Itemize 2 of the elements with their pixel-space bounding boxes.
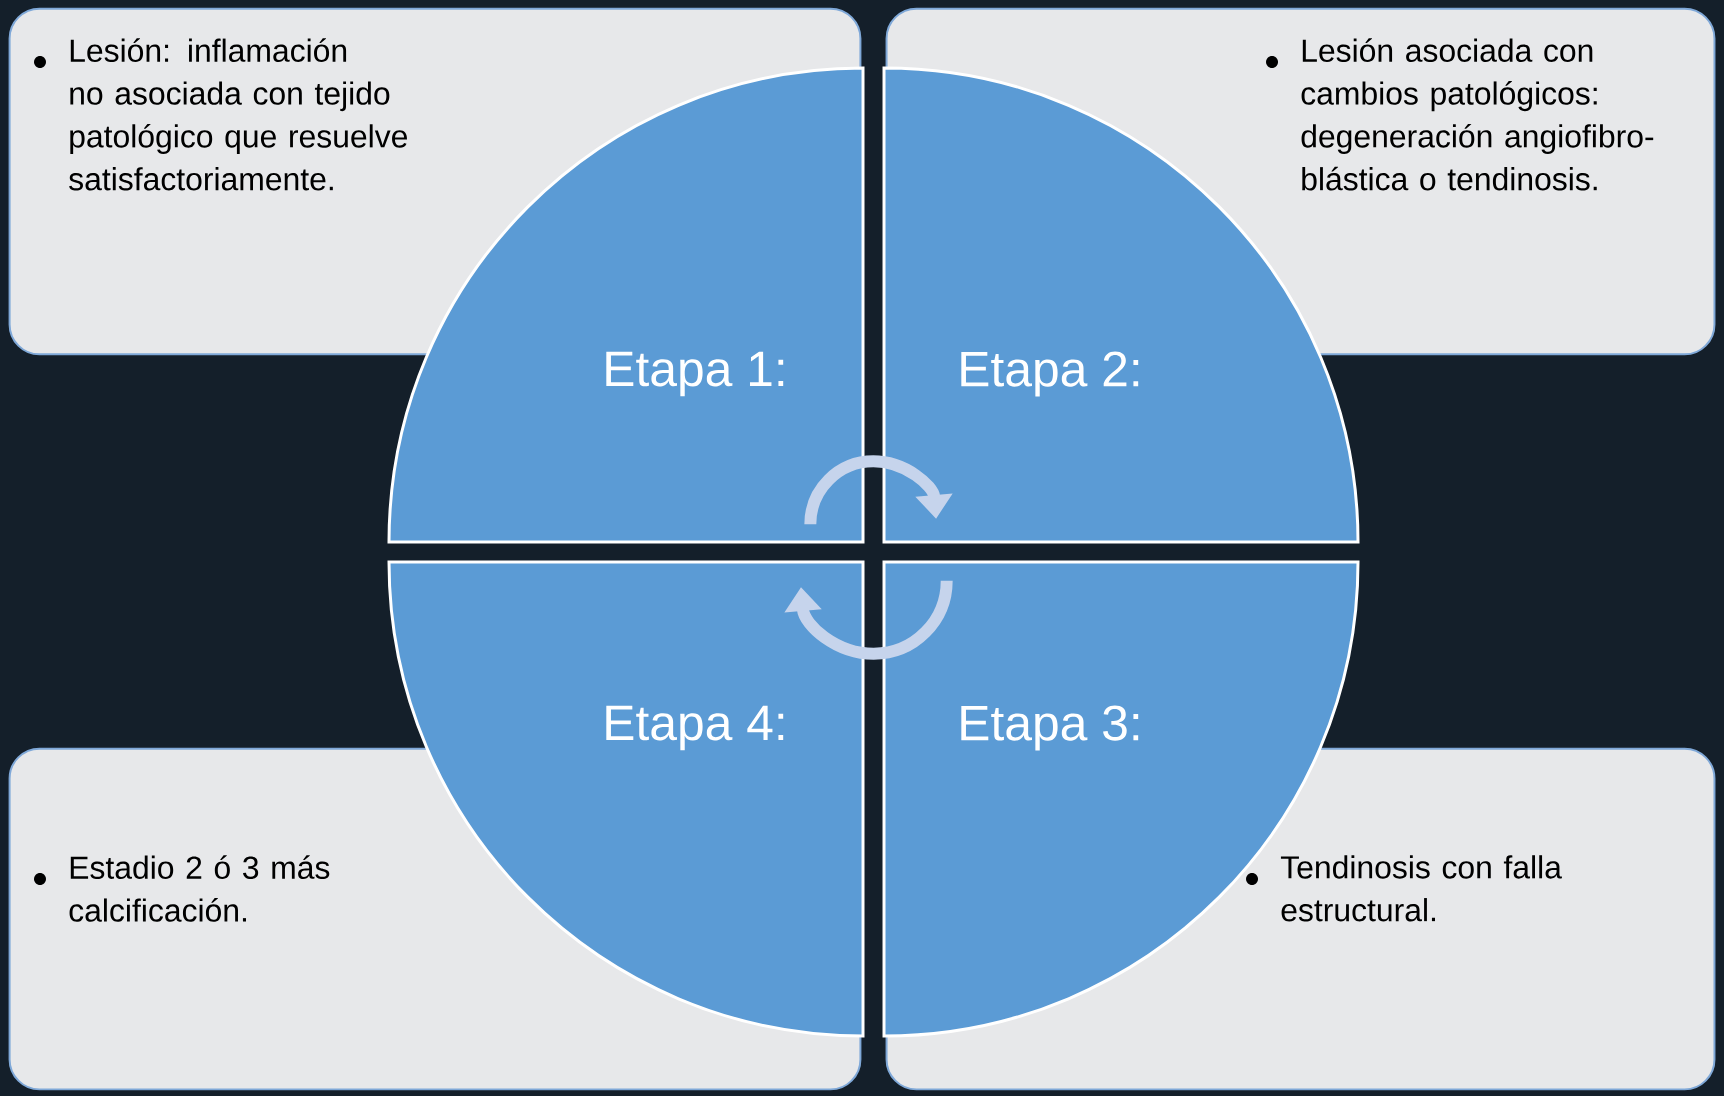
curved-arrow: [784, 580, 953, 660]
quadrant-segment: Etapa 4:: [387, 560, 865, 1038]
